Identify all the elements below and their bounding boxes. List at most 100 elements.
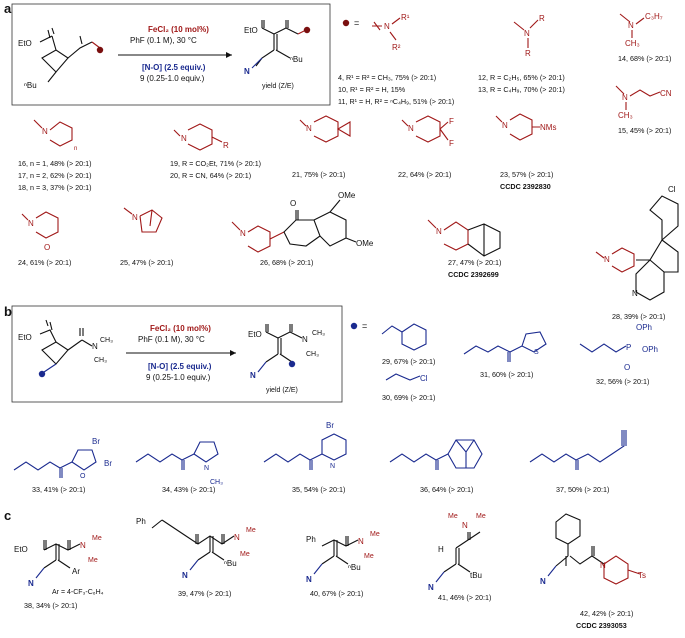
entry-14: 14, 68% (> 20:1) (618, 54, 671, 63)
entry-27-ccdc: CCDC 2392699 (448, 270, 499, 279)
structure-40: Ph N Me Me N ⁿBu (306, 531, 380, 584)
svg-text:Me: Me (448, 513, 458, 520)
b-catalyst: FeCl₂ (10 mol%) (150, 324, 211, 333)
b-equals: = (362, 321, 367, 331)
svg-text:N: N (384, 22, 390, 31)
svg-text:N: N (132, 213, 138, 222)
structure-24: N O (21, 211, 59, 252)
entry-39: 39, 47% (> 20:1) (178, 589, 231, 598)
entry-41: 41, 46% (> 20:1) (438, 593, 491, 602)
sm-a-ester: EtO (18, 39, 32, 48)
svg-text:O: O (44, 243, 50, 252)
b-arrowhead (230, 350, 236, 356)
svg-text:ⁿBu: ⁿBu (224, 559, 237, 568)
a-reagent: 9 (0.25-1.0 equiv.) (140, 74, 205, 83)
sm-b-me2: CH₃ (94, 357, 107, 364)
sm-a-butyl: ⁿBu (24, 81, 37, 90)
svg-text:CH₃: CH₃ (210, 479, 223, 486)
svg-text:N: N (502, 121, 508, 130)
panel-b-product: EtO N CH₃ CH₃ N yield (Z/E) (248, 324, 325, 394)
structure-39: Ph N Me Me N ⁿBu (136, 517, 256, 580)
a-catalyst: FeCl₂ (10 mol%) (148, 25, 209, 34)
a-oxidant: [N-O] (2.5 equiv.) (142, 63, 206, 72)
svg-text:N: N (524, 29, 530, 38)
a-arrowhead (226, 52, 232, 58)
svg-text:N: N (358, 537, 364, 546)
structure-27: N (427, 219, 501, 257)
svg-text:N: N (462, 521, 468, 530)
entry-42-ccdc: CCDC 2393053 (576, 621, 627, 630)
svg-text:N: N (306, 575, 312, 584)
entry-24: 24, 61% (> 20:1) (18, 258, 71, 267)
entry-20: 20, R = CN, 64% (> 20:1) (170, 171, 251, 180)
sm-b-ester: EtO (18, 333, 32, 342)
svg-text:CH₃: CH₃ (618, 111, 633, 120)
svg-text:Ts: Ts (638, 571, 646, 580)
panel-b-starting-material: EtO N CH₃ CH₃ (18, 319, 113, 378)
svg-text:Br: Br (326, 421, 334, 430)
svg-text:R²: R² (392, 43, 401, 52)
pr-b-ester: EtO (248, 330, 262, 339)
svg-text:H: H (438, 545, 444, 554)
svg-text:OPh: OPh (636, 323, 652, 332)
svg-text:NMs: NMs (540, 123, 556, 132)
svg-text:tBu: tBu (470, 571, 482, 580)
entry-42: 42, 42% (> 20:1) (580, 609, 633, 618)
structure-35: N Br (263, 421, 347, 470)
svg-text:N: N (28, 579, 34, 588)
entry-10: 10, R¹ = R² = H, 15% (338, 85, 406, 94)
pr-b-n: N (302, 335, 308, 344)
svg-text:EtO: EtO (14, 545, 28, 554)
svg-text:Cl: Cl (668, 185, 676, 194)
structure-26: N O OMe OMe (231, 191, 374, 253)
b-oxidant: [N-O] (2.5 equiv.) (148, 362, 212, 371)
svg-text:O: O (624, 363, 630, 372)
svg-text:R: R (525, 49, 531, 58)
svg-text:N: N (234, 533, 240, 542)
svg-text:Ph: Ph (136, 517, 146, 526)
svg-text:N: N (628, 21, 634, 30)
panel-a-starting-material: EtO ⁿBu (18, 27, 104, 90)
structure-32: P O OPh OPh (579, 323, 658, 372)
svg-text:P: P (626, 343, 631, 352)
panel-b-label: b (4, 304, 12, 319)
structure-41: H N Me Me N tBu (428, 513, 486, 592)
structure-21: N (299, 115, 351, 143)
entry-23-ccdc: CCDC 2392830 (500, 182, 551, 191)
svg-text:F: F (449, 117, 454, 126)
svg-text:Ar: Ar (72, 567, 80, 576)
a-equals: = (354, 18, 359, 28)
structure-29 (381, 323, 427, 351)
structure-25: N (123, 207, 163, 233)
pr-b-me2: CH₃ (306, 351, 319, 358)
pr-a-ester: EtO (244, 26, 258, 35)
a-yield-note: yield (Z/E) (262, 83, 294, 90)
structure-36 (389, 439, 483, 470)
entry-17: 17, n = 2, 62% (> 20:1) (18, 171, 92, 180)
svg-text:R: R (539, 14, 545, 23)
pr-a-nitrile-n: N (244, 67, 250, 76)
structure-19-20: N R (173, 123, 229, 151)
svg-text:Ph: Ph (306, 535, 316, 544)
svg-text:S: S (534, 349, 539, 356)
a-solvent: PhF (0.1 M), 30 °C (130, 36, 197, 45)
structure-28: N Cl N (595, 185, 679, 301)
entry-26: 26, 68% (> 20:1) (260, 258, 313, 267)
substituent-dot-legend (350, 322, 358, 330)
svg-text:N: N (436, 227, 442, 236)
entry-31: 31, 60% (> 20:1) (480, 370, 533, 379)
structure-22: N F F (401, 115, 454, 148)
svg-text:Me: Me (364, 553, 374, 560)
svg-text:Me: Me (240, 551, 250, 558)
svg-text:N: N (622, 93, 628, 102)
entry-18: 18, n = 3, 37% (> 20:1) (18, 183, 92, 192)
svg-text:C₃H₇: C₃H₇ (645, 12, 663, 21)
svg-text:N: N (600, 561, 606, 570)
panel-a-label: a (4, 1, 12, 16)
svg-text:Ar = 4-CF₃-C₆H₄: Ar = 4-CF₃-C₆H₄ (52, 589, 104, 596)
structure-16-18: N n (33, 119, 77, 152)
amine-generic-rr: N R R (513, 14, 545, 58)
structure-42: N N Ts (540, 513, 646, 586)
entry-19: 19, R = CO₂Et, 71% (> 20:1) (170, 159, 261, 168)
